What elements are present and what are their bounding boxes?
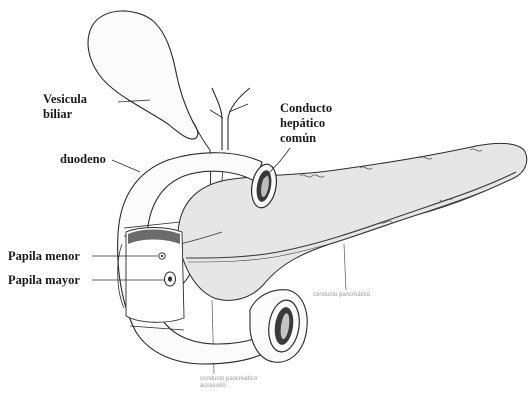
pancreatic-duct-leader bbox=[344, 244, 346, 290]
label-accesorio-line-2: accesorio bbox=[200, 383, 257, 390]
label-conducto-hepatico: Conducto hepático común bbox=[280, 101, 332, 146]
label-vesicula-biliar: Vesicula biliar bbox=[43, 92, 87, 122]
duodeno-leader bbox=[112, 160, 140, 172]
gallbladder bbox=[88, 11, 198, 139]
conducto-leader bbox=[264, 148, 290, 178]
label-conducto-accesorio: conducto pancreático accesorio bbox=[200, 376, 257, 390]
label-papila-mayor: Papila mayor bbox=[8, 273, 80, 288]
label-duodeno: duodeno bbox=[60, 152, 106, 167]
label-vesicula-line-2: biliar bbox=[43, 107, 87, 122]
major-papilla-center bbox=[168, 276, 172, 281]
hepatic-duct-left bbox=[212, 88, 222, 150]
label-conducto-line-1: Conducto bbox=[280, 101, 332, 116]
label-accesorio-line-1: conducto pancreático bbox=[200, 376, 257, 383]
label-vesicula-line-1: Vesicula bbox=[43, 92, 87, 107]
label-conducto-pancreatico: conducto pancreático bbox=[313, 292, 370, 299]
minor-papilla-dot bbox=[161, 255, 163, 257]
label-conducto-line-3: común bbox=[280, 131, 332, 146]
hepatic-duct-right bbox=[228, 88, 250, 150]
label-conducto-line-2: hepático bbox=[280, 116, 332, 131]
label-papila-menor: Papila menor bbox=[8, 249, 80, 264]
